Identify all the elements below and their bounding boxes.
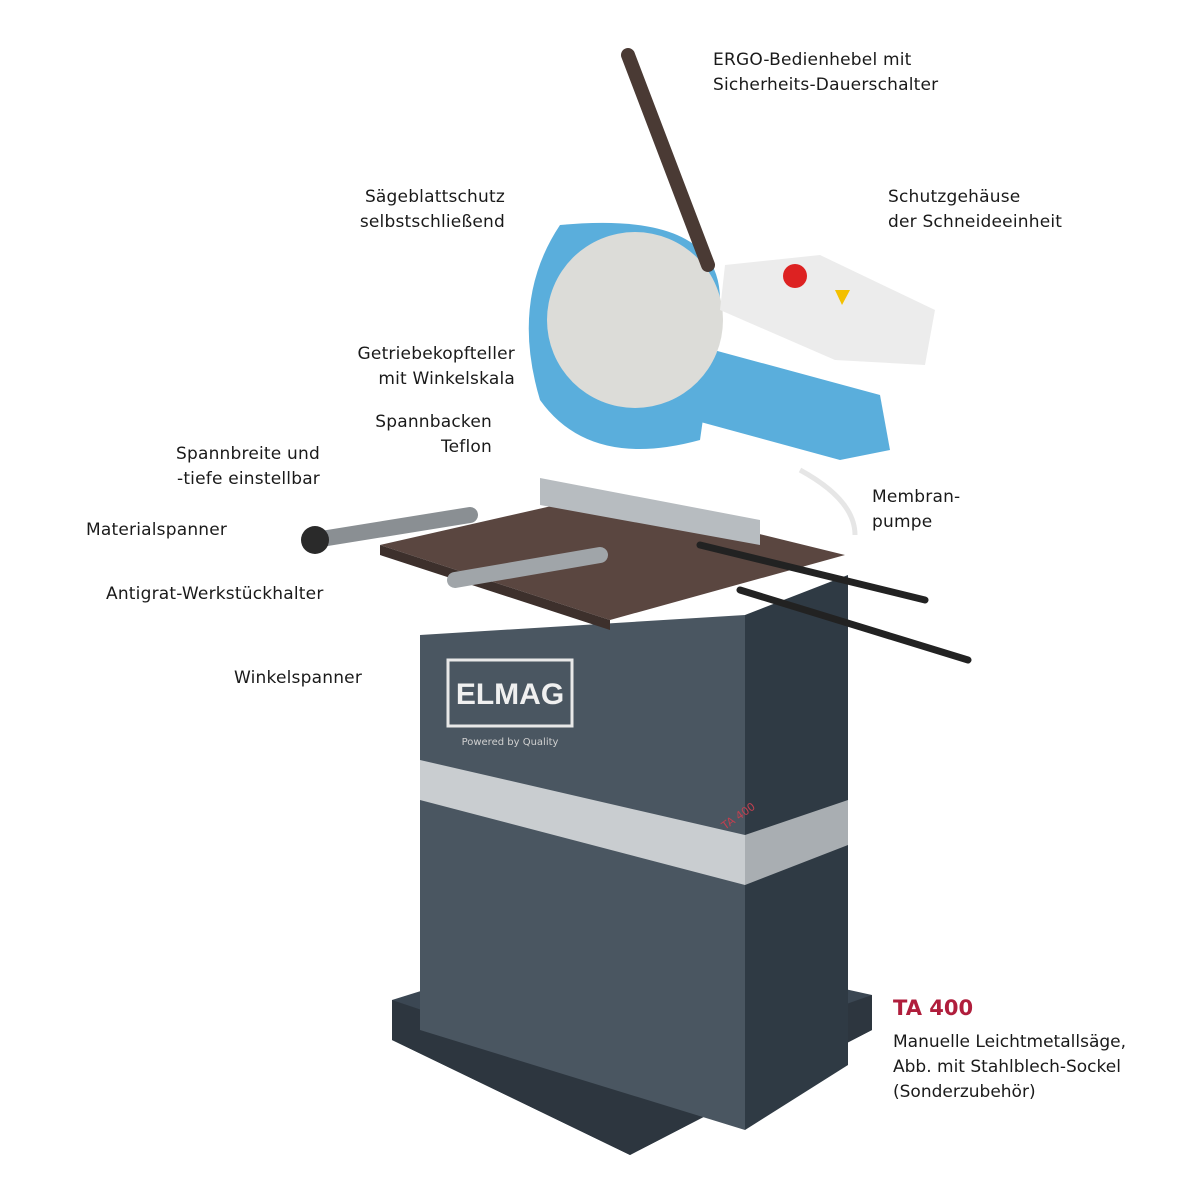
label-line: Teflon <box>440 437 492 457</box>
label-line: Sicherheits-Dauerschalter <box>713 75 939 95</box>
label-line: Membran- <box>872 487 961 507</box>
protective-housing <box>720 255 935 365</box>
label-line: -tiefe einstellbar <box>176 469 320 489</box>
label-line: pumpe <box>872 512 933 532</box>
label-line: Spannbreite und <box>175 444 320 464</box>
label-line: Getriebekopfteller <box>357 344 515 364</box>
label-blade-guard: Sägeblattschutz selbstschließend <box>300 185 505 235</box>
label-gear-head-plate: Getriebekopfteller mit Winkelskala <box>300 342 515 392</box>
label-line: Antigrat-Werkstückhalter <box>106 584 324 604</box>
product-description: Manuelle Leichtmetallsäge, Abb. mit Stah… <box>893 1030 1126 1105</box>
description-line: (Sonderzubehör) <box>893 1082 1036 1102</box>
product-title: TA 400 <box>893 996 974 1020</box>
label-line: Schutzgehäuse <box>888 187 1021 207</box>
label-material-clamp: Materialspanner <box>86 518 227 543</box>
label-line: Sägeblattschutz <box>364 187 505 207</box>
label-clamping-jaws: Spannbacken Teflon <box>320 410 492 460</box>
label-line: ERGO-Bedienhebel mit <box>713 50 912 70</box>
elmag-logo: ELMAG Powered by Quality <box>446 658 574 748</box>
label-clamp-width: Spannbreite und -tiefe einstellbar <box>120 442 320 492</box>
label-diaphragm-pump: Membran- pumpe <box>872 485 960 535</box>
label-line: Winkelspanner <box>234 668 363 688</box>
logo-tagline: Powered by Quality <box>462 737 559 748</box>
logo-text: ELMAG <box>456 678 564 711</box>
label-ergo-lever: ERGO-Bedienhebel mit Sicherheits-Dauersc… <box>713 48 938 98</box>
cabinet-left-face <box>420 615 745 1130</box>
description-line: Abb. mit Stahlblech-Sockel <box>893 1057 1121 1077</box>
label-line: mit Winkelskala <box>378 369 515 389</box>
label-protective-housing: Schutzgehäuse der Schneideeinheit <box>888 185 1062 235</box>
label-line: Spannbacken <box>375 412 492 432</box>
label-line: selbstschließend <box>359 212 505 232</box>
cabinet-stripe <box>420 760 745 885</box>
operating-lever <box>621 48 715 272</box>
description-line: Manuelle Leichtmetallsäge, <box>893 1032 1127 1052</box>
label-line: der Schneideeinheit <box>888 212 1063 232</box>
label-angle-clamp: Winkelspanner <box>234 666 362 691</box>
saw-table <box>380 495 845 620</box>
label-line: Materialspanner <box>86 520 228 540</box>
label-anti-burr-holder: Antigrat-Werkstückhalter <box>106 582 324 607</box>
